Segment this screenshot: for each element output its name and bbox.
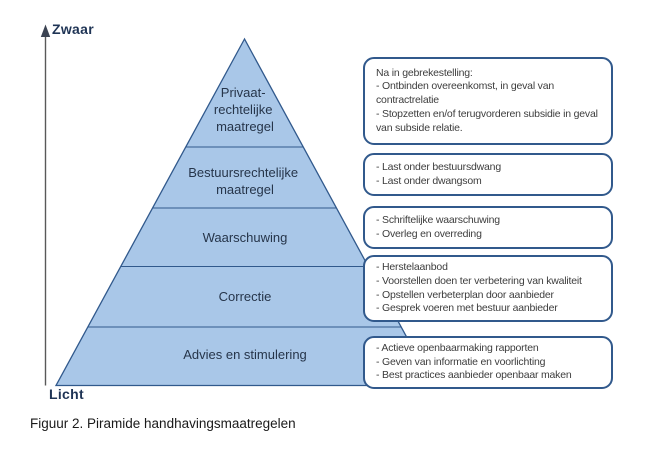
pyramid-layer-label-line: Waarschuwing — [203, 230, 288, 245]
severity-axis — [40, 24, 51, 386]
callout-bestuursrechtelijke-maatregel: - Last onder bestuursdwang - Last onder … — [363, 153, 613, 196]
callout-text-line: - Last onder dwangsom — [376, 174, 482, 187]
callout-privaatrechtelijke-maatregel: Na in gebrekestelling: - Ontbinden overe… — [363, 57, 613, 145]
axis-label-licht: Licht — [49, 386, 84, 402]
pyramid-layer-label-line: Advies en stimulering — [183, 347, 307, 362]
pyramid-layer-label-line: maatregel — [216, 119, 274, 134]
pyramid-layer-waarschuwing: Waarschuwing — [203, 230, 288, 245]
callout-correctie: - Herstelaanbod - Voorstellen doen ter v… — [363, 255, 613, 322]
callout-text-line: - Opstellen verbeterplan door aanbieder — [376, 288, 554, 301]
callout-text-line: - Gesprek voeren met bestuur aanbieder — [376, 302, 558, 315]
callout-text-line: - Actieve openbaarmaking rapporten — [376, 341, 539, 354]
callout-text-line: - Last onder bestuursdwang — [376, 160, 501, 173]
axis-label-zwaar: Zwaar — [52, 21, 94, 37]
callout-text-line: - Stopzetten en/of terugvorderen subsidi… — [376, 107, 598, 134]
callout-text-line: - Ontbinden overeenkomst, in geval van c… — [376, 80, 555, 107]
pyramid-layer-bestuursrechtelijke-maatregel: Bestuursrechtelijke maatregel — [188, 165, 301, 197]
callout-text-line: - Herstelaanbod — [376, 260, 448, 273]
pyramid-layer-label-line: maatregel — [216, 182, 274, 197]
pyramid-layer-privaatrechtelijke-maatregel: Privaat- rechtelijke maatregel — [214, 85, 276, 134]
pyramid-shape — [54, 37, 435, 387]
callout-text-line: Na in gebrekestelling: — [376, 66, 473, 79]
callout-advies-en-stimulering: - Actieve openbaarmaking rapporten - Gev… — [363, 336, 613, 389]
callout-text-line: - Schriftelijke waarschuwing — [376, 213, 500, 226]
pyramid-layer-label-line: Privaat- — [221, 85, 266, 100]
pyramid-layer-correctie: Correctie — [219, 289, 272, 304]
pyramid-layer-label-line: Bestuursrechtelijke — [188, 165, 298, 180]
callout-text-line: - Best practices aanbieder openbaar make… — [376, 369, 572, 382]
pyramid-layer-label-line: Correctie — [219, 289, 272, 304]
pyramid-layer-label-line: rechtelijke — [214, 102, 273, 117]
pyramid-layer-advies-en-stimulering: Advies en stimulering — [183, 347, 307, 362]
callout-text-line: - Overleg en overreding — [376, 227, 482, 240]
axis-arrow-up-icon — [40, 24, 51, 37]
figure-caption: Figuur 2. Piramide handhavingsmaatregele… — [30, 416, 296, 431]
callout-text-line: - Voorstellen doen ter verbetering van k… — [376, 274, 582, 287]
callout-waarschuwing: - Schriftelijke waarschuwing - Overleg e… — [363, 206, 613, 249]
callout-text-line: - Geven van informatie en voorlichting — [376, 355, 546, 368]
